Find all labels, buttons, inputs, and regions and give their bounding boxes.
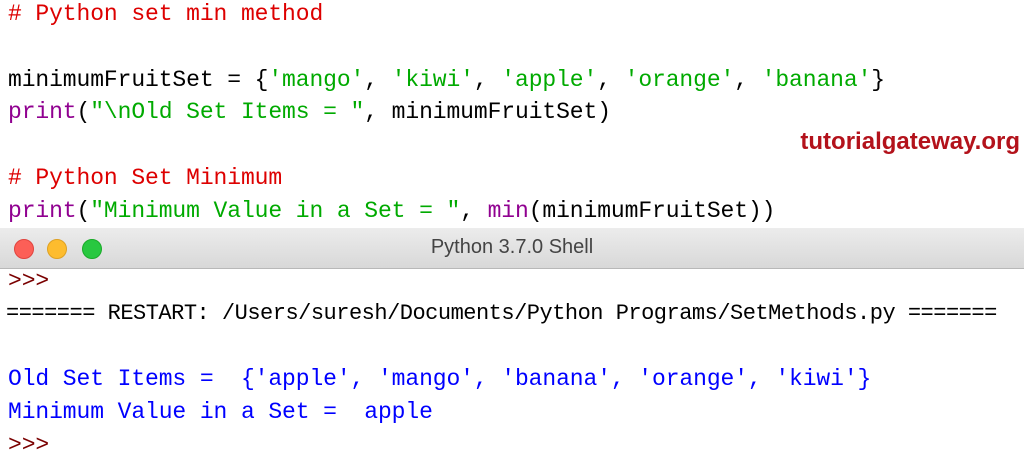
token-keyword: print (8, 99, 77, 126)
shell-output[interactable]: >>> ======= RESTART: /Users/suresh/Docume… (0, 268, 1024, 458)
token-comment: # Python set min method (8, 1, 324, 27)
token-string: 'orange' (624, 66, 735, 93)
token-output: Old Set Items = {'apple', 'mango', 'bana… (8, 366, 872, 393)
shell-line: >>> (8, 265, 49, 297)
editor-line: print("\nOld Set Items = ", minimumFruit… (8, 96, 611, 128)
token-default: , (364, 66, 392, 93)
shell-line: Minimum Value in a Set = apple (8, 396, 433, 428)
token-prompt: >>> (8, 432, 50, 458)
token-default: ( (76, 99, 91, 126)
shell-line: Old Set Items = {'apple', 'mango', 'bana… (8, 363, 871, 395)
editor-line: minimumFruitSet = {'mango', 'kiwi', 'app… (8, 64, 885, 96)
token-keyword: print (8, 197, 77, 224)
token-keyword: min (487, 197, 529, 224)
token-string: 'mango' (268, 66, 365, 93)
token-default: ======= RESTART: /Users/suresh/Documents… (6, 300, 997, 326)
token-string: 'banana' (761, 66, 872, 93)
shell-line: ======= RESTART: /Users/suresh/Documents… (6, 298, 997, 330)
token-default: (minimumFruitSet)) (528, 197, 776, 224)
editor-line: # Python Set Minimum (8, 162, 282, 194)
token-string: "Minimum Value in a Set = " (90, 197, 461, 224)
token-default: , (597, 66, 625, 93)
token-string: 'kiwi' (391, 66, 474, 93)
token-string: 'apple' (501, 66, 598, 93)
shell-title-bar[interactable]: Python 3.7.0 Shell (0, 228, 1024, 269)
token-default: ( (76, 197, 91, 224)
token-default: } (871, 66, 885, 93)
token-default: minimumFruitSet = { (8, 66, 269, 93)
close-button[interactable] (14, 239, 34, 259)
token-prompt: >>> (8, 268, 50, 294)
code-editor[interactable]: tutorialgateway.org # Python set min met… (0, 0, 1024, 228)
token-default: , (734, 66, 762, 93)
editor-line: # Python set min method (8, 0, 323, 30)
token-default: , (473, 66, 502, 93)
zoom-button[interactable] (82, 239, 102, 259)
minimize-button[interactable] (47, 239, 67, 259)
token-default: , (460, 197, 488, 224)
editor-line: print("Minimum Value in a Set = ", min(m… (8, 195, 775, 227)
token-comment: # Python Set Minimum (8, 165, 283, 191)
token-default: , minimumFruitSet) (364, 99, 611, 126)
watermark-logo: tutorialgateway.org (800, 128, 1020, 155)
token-string: "\nOld Set Items = " (90, 99, 365, 126)
token-output: Minimum Value in a Set = apple (8, 399, 433, 426)
shell-line: >>> (8, 429, 49, 461)
window-title: Python 3.7.0 Shell (430, 236, 594, 258)
